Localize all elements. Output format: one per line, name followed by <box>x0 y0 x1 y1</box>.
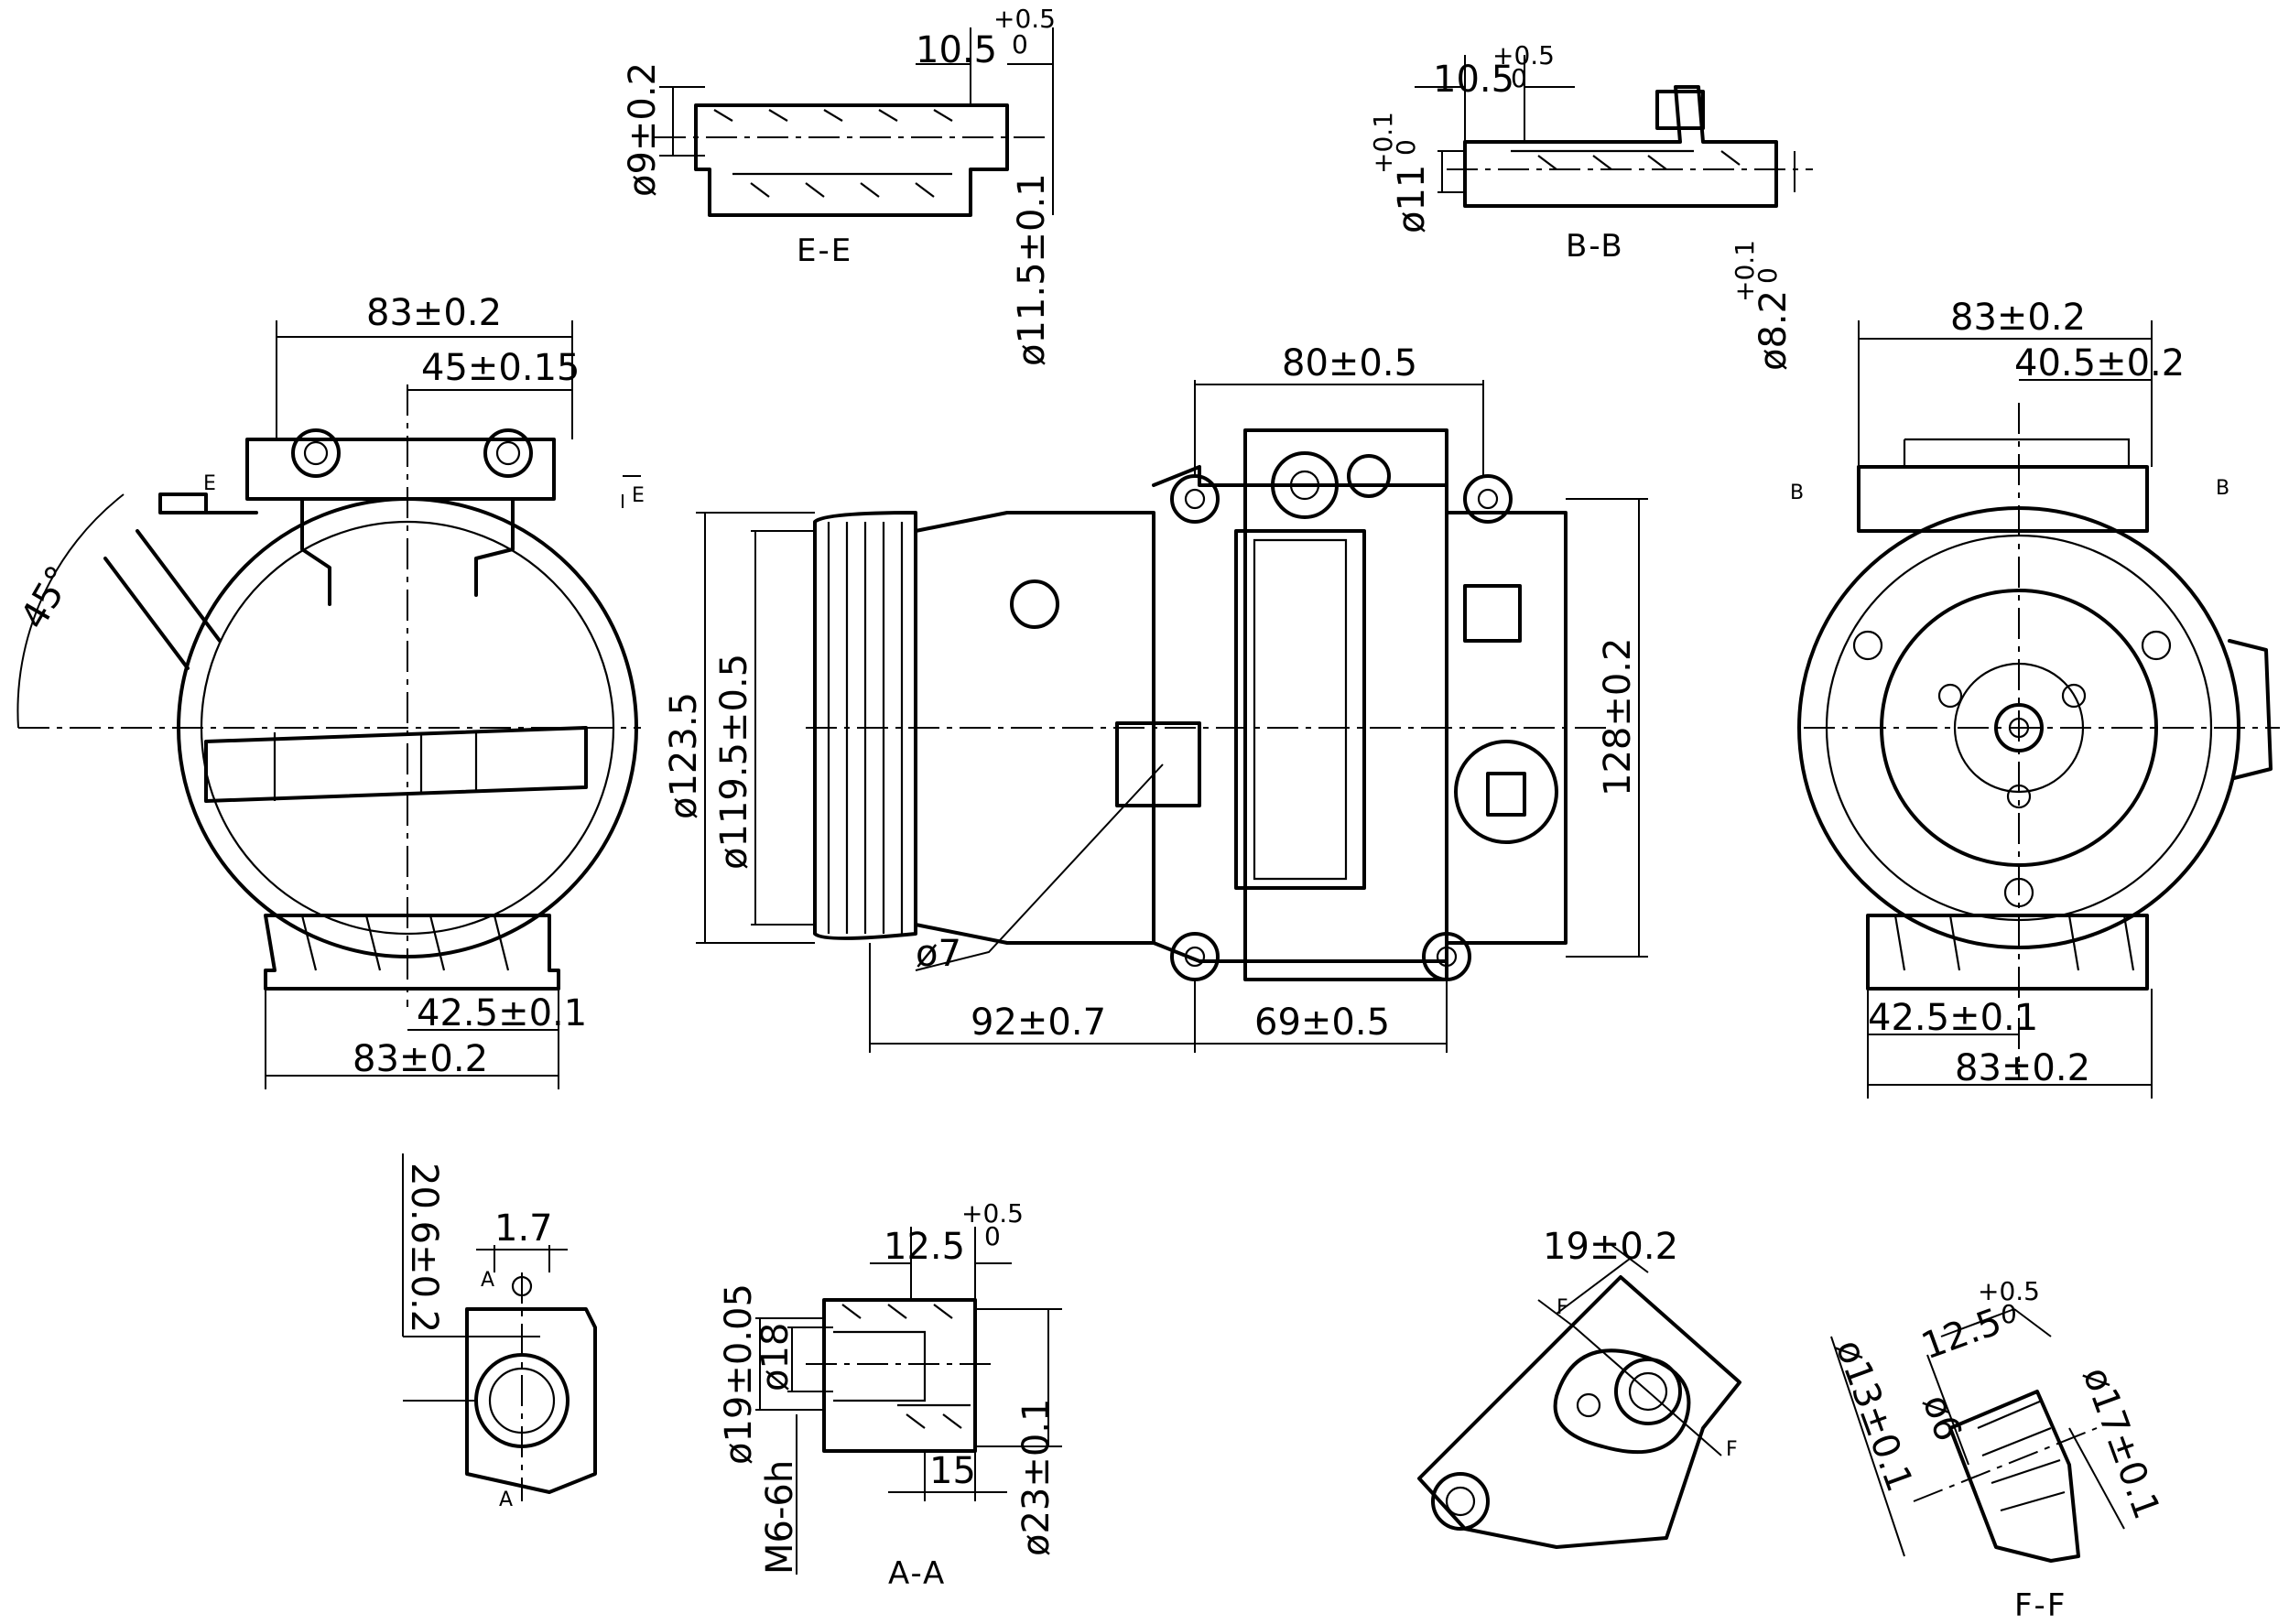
section-ff-label: F-F <box>2014 1587 2067 1624</box>
port-detail-view: 20.6±0.2 1.7 A A <box>402 1153 597 1511</box>
right-bottom-width-dim: 83±0.2 <box>1955 1047 2090 1089</box>
ff-tol-lower: 0 <box>2001 1299 2017 1329</box>
ff-tol-upper: +0.5 <box>1978 1276 2040 1306</box>
bb-hole-tol-upper: +0.1 <box>1368 112 1398 174</box>
f-width-dim: 19±0.2 <box>1543 1226 1678 1268</box>
port-height-dim: 20.6±0.2 <box>403 1163 445 1333</box>
right-end-view: 83±0.2 40.5±0.2 42.5±0.1 83±0.2 B B <box>1790 297 2280 1099</box>
ee-hole-dim: ø9±0.2 <box>622 62 664 197</box>
section-bb-view: 10.5 +0.5 0 ø11 +0.1 0 ø8.2 +0.1 0 B-B <box>1368 40 1813 371</box>
center-top-dim: 80±0.5 <box>1282 342 1417 384</box>
bb-bore-dim: ø8.2 <box>1752 290 1795 371</box>
aa-tol-lower: 0 <box>984 1221 1001 1251</box>
f-port-detail-view: 19±0.2 F F <box>1417 1226 1741 1549</box>
left-top-offset-dim: 45±0.15 <box>421 347 580 389</box>
left-e-marker-2: E <box>632 484 645 507</box>
center-pulley-dia-dim: ø123.5 <box>663 692 705 819</box>
section-aa-view: 12.5 +0.5 0 ø19±0.05 ø18 M6-6h 15 ø23±0.… <box>718 1198 1062 1592</box>
ff-width-dim: 12.5 <box>1916 1301 2007 1369</box>
left-bottom-width-dim: 83±0.2 <box>353 1038 488 1080</box>
section-ee-view: 10.5 +0.5 0 ø9±0.2 ø11.5±0.1 E-E <box>622 4 1056 366</box>
left-e-marker-1: E <box>203 472 216 495</box>
port-a-marker-1: A <box>481 1269 494 1292</box>
port-wall-dim: 1.7 <box>494 1207 553 1250</box>
right-top-width-dim: 83±0.2 <box>1950 297 2086 339</box>
left-top-width-dim: 83±0.2 <box>366 292 502 334</box>
right-b-marker-1: B <box>1790 482 1804 504</box>
aa-inner-dim: ø18 <box>754 1323 797 1391</box>
aa-depth-dim: 15 <box>929 1450 976 1492</box>
aa-width-dim: 12.5 <box>884 1226 965 1268</box>
left-end-view: 83±0.2 45±0.15 45° 42.5±0.1 83±0.2 E E <box>13 292 645 1089</box>
right-bottom-offset-dim: 42.5±0.1 <box>1868 997 2038 1039</box>
section-ff-view: ø13±0.1 ø6 ø17±0.1 12.5 +0.5 0 F-F <box>1828 1276 2168 1624</box>
aa-outer-dim: ø19±0.05 <box>718 1283 760 1465</box>
center-side-view: 80±0.5 ø123.5 ø119.5±0.5 128±0.2 ø7 92±0… <box>663 342 1648 1053</box>
right-b-marker-2: B <box>2216 477 2229 500</box>
section-aa-label: A-A <box>888 1555 946 1592</box>
f-marker-1: F <box>1557 1296 1568 1319</box>
left-angle-dim: 45° <box>13 559 81 636</box>
left-bottom-offset-dim: 42.5±0.1 <box>417 992 587 1034</box>
bb-bore-tol-lower: 0 <box>1752 267 1783 284</box>
ff-mid-dim: ø6 <box>1915 1390 1969 1447</box>
center-bottom-right-dim: 69±0.5 <box>1254 1001 1390 1044</box>
aa-thread-dim: M6-6h <box>759 1460 801 1575</box>
bb-width-dim: 10.5 <box>1433 59 1514 101</box>
center-height-dim: 128±0.2 <box>1597 638 1639 796</box>
f-marker-2: F <box>1726 1438 1738 1461</box>
bb-hole-dim: ø11 <box>1391 165 1433 233</box>
bb-hole-tol-lower: 0 <box>1391 139 1421 156</box>
ff-right-dim: ø17±0.1 <box>2075 1362 2168 1525</box>
center-pulley-groove-dim: ø119.5±0.5 <box>713 654 755 870</box>
section-ee-label: E-E <box>797 233 852 269</box>
right-top-offset-dim: 40.5±0.2 <box>2014 342 2185 384</box>
ee-bore-dim: ø11.5±0.1 <box>1011 173 1053 366</box>
bb-tol-upper: +0.5 <box>1492 40 1555 70</box>
center-hole-dim: ø7 <box>916 933 961 975</box>
center-bottom-left-dim: 92±0.7 <box>971 1001 1106 1044</box>
aa-tol-upper: +0.5 <box>961 1198 1024 1229</box>
port-a-marker-2: A <box>499 1489 513 1511</box>
bb-tol-lower: 0 <box>1511 63 1527 93</box>
ee-tol-lower: 0 <box>1012 29 1028 60</box>
section-bb-label: B-B <box>1566 228 1624 265</box>
ee-width-dim: 10.5 <box>916 29 997 71</box>
ff-left-dim: ø13±0.1 <box>1828 1335 1921 1498</box>
bb-bore-tol-upper: +0.1 <box>1730 240 1760 302</box>
ee-tol-upper: +0.5 <box>993 4 1056 34</box>
aa-bore-dim: ø23±0.1 <box>1015 1399 1058 1557</box>
